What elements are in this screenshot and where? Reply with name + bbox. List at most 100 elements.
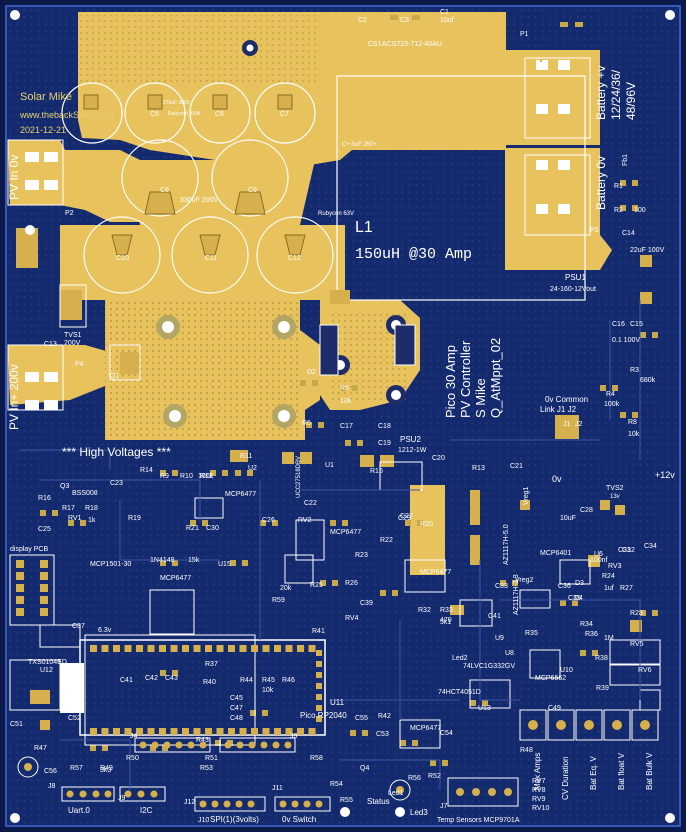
pot-bulk-label: Bat Bulk V — [645, 752, 654, 790]
ref-rv1: RV1 — [68, 515, 82, 522]
ref-c23: C23 — [110, 480, 123, 487]
ref-r46: R46 — [282, 677, 295, 684]
ref-j1: J1 — [563, 421, 571, 428]
ref-r45: R45 — [262, 677, 275, 684]
ref-c39: C39 — [360, 600, 373, 607]
ref-c37: C37 — [72, 623, 85, 630]
high-voltage-warning: *** High Voltages *** — [62, 445, 171, 459]
value-6v3: 6.3v — [98, 627, 112, 634]
ref-r52: R52 — [428, 773, 441, 780]
ref-rv10: RV10 — [532, 805, 549, 812]
ref-c31: C31 — [618, 547, 631, 554]
ref-c17: C17 — [340, 423, 353, 430]
ref-c10: C10 — [116, 255, 129, 262]
ref-az1117b: AZ1117H-3.3 — [513, 574, 520, 615]
pico-pin — [113, 728, 120, 735]
ref-tvs1: TVS1 — [64, 332, 82, 339]
txs-label: TXS0104ED — [28, 659, 67, 666]
value-1m: 1M — [604, 635, 614, 642]
title-line1: Pico 30 Amp — [443, 345, 458, 418]
pico-debug-pin — [316, 694, 322, 700]
pico-pin — [136, 645, 143, 652]
title-line3: S Mike — [473, 378, 488, 418]
ref-r27: R27 — [620, 585, 633, 592]
ref-r58: R58 — [310, 755, 323, 762]
ref-r54: R54 — [330, 781, 343, 788]
pico-pin — [251, 728, 258, 735]
battery-neg-label: Battery 0v — [594, 156, 608, 210]
ref-r59: R59 — [272, 597, 285, 604]
ref-c13: C13 — [44, 341, 57, 348]
pico-pin — [285, 728, 293, 735]
ref-r5: R5 — [340, 385, 349, 392]
u5-label: MCP6477 — [420, 569, 451, 576]
ref-p3: P3 — [590, 227, 599, 234]
ref-d2: D2 — [307, 369, 316, 376]
ref-c56: C56 — [44, 768, 57, 775]
psu2-ref: PSU2 — [400, 435, 421, 444]
ref-r24: R24 — [602, 573, 615, 580]
ref-vreg2: Vreg2 — [515, 577, 534, 584]
ref-c8: C8 — [160, 187, 169, 194]
value-1uf: 1uf — [604, 585, 614, 592]
ref-r32: R32 — [418, 607, 431, 614]
ref-c5: C5 — [150, 111, 159, 118]
value-1k: 1k — [88, 517, 96, 524]
bottom-headers — [17, 225, 519, 817]
tvs2-ref: TVS2 — [606, 485, 624, 492]
value-10k: 10k — [262, 687, 274, 694]
pico-pin — [159, 728, 166, 735]
trim-potentiometers — [519, 639, 661, 741]
pot-max-amps-label: Max Amps — [533, 753, 542, 790]
ref-r47: R47 — [34, 745, 47, 752]
inductor-value: 150uH @30 Amp — [355, 246, 472, 263]
ref-c41: C41 — [120, 677, 133, 684]
ref-rv2: RV2 — [298, 517, 312, 524]
pico-pin — [228, 728, 235, 735]
pv-neg-label: PV In 0v — [7, 155, 21, 200]
inductor-ref: L1 — [355, 219, 373, 236]
ref-r4: R4 — [606, 391, 615, 398]
ref-r57: R57 — [70, 765, 83, 772]
ref-rv4: RV4 — [345, 615, 359, 622]
ref-c15: C15 — [630, 321, 643, 328]
ref-u10: U10 — [560, 667, 573, 674]
ref-c1-value: 10uf — [440, 17, 454, 24]
ref-c22: C22 — [304, 500, 317, 507]
pico-part: Pico RP2040 — [300, 711, 347, 720]
zero-v-label: 0v — [552, 474, 562, 484]
pico-pin — [124, 645, 132, 652]
capacitor-outlines — [61, 82, 334, 294]
psu2-desc: 1212-1W — [398, 447, 427, 454]
pico-debug-pin — [316, 650, 322, 656]
ref-c33: C33 — [495, 583, 508, 590]
ref-c35: C35 — [568, 595, 581, 602]
pico-debug-pin — [316, 661, 322, 667]
ref-p2: P2 — [65, 210, 74, 217]
ref-c6: C6 — [215, 111, 224, 118]
ref-c47: C47 — [230, 705, 243, 712]
value-5k1: 5k1 — [440, 619, 451, 626]
pico-pin — [297, 645, 304, 652]
ref-led2: Led2 — [452, 655, 468, 662]
ref-r13: R13 — [472, 465, 485, 472]
lvc-label: 74LVC1G332GV — [463, 663, 515, 670]
ref-c11: C11 — [205, 255, 217, 262]
ref-j10: J10 — [198, 817, 209, 824]
ref-rv7: RV7 — [532, 778, 546, 785]
pico-pin — [205, 728, 212, 735]
credit-name: Solar Mike — [20, 91, 72, 103]
battery-pos-label2: 12/24/36/ — [609, 69, 623, 120]
mcp6401-label: MCP6401 — [540, 550, 571, 557]
ref-r11: R11 — [240, 453, 252, 460]
battery-pos-label1: Battery +v — [594, 66, 608, 120]
pico-debug-pin — [316, 683, 322, 689]
ref-c12: C12 — [288, 255, 301, 262]
led3-label: Led3 — [410, 808, 428, 817]
ref-rv8: RV8 — [532, 787, 546, 794]
tvs2-value: 13v — [610, 494, 620, 500]
ref-fb1: Fb1 — [622, 154, 629, 166]
terminal-blocks — [7, 57, 591, 411]
pico-pin — [262, 645, 270, 652]
